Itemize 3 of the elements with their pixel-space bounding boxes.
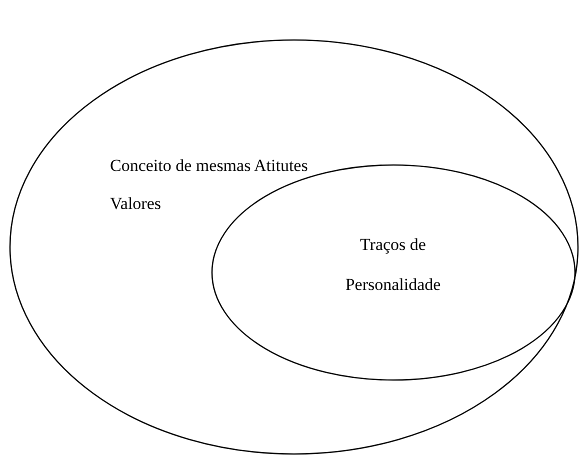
ellipse-label: Conceito de mesmas Atitutes (110, 155, 309, 177)
ellipse-label: Valores (110, 193, 162, 215)
ellipse-label: Traços de Personalidade (344, 234, 442, 296)
